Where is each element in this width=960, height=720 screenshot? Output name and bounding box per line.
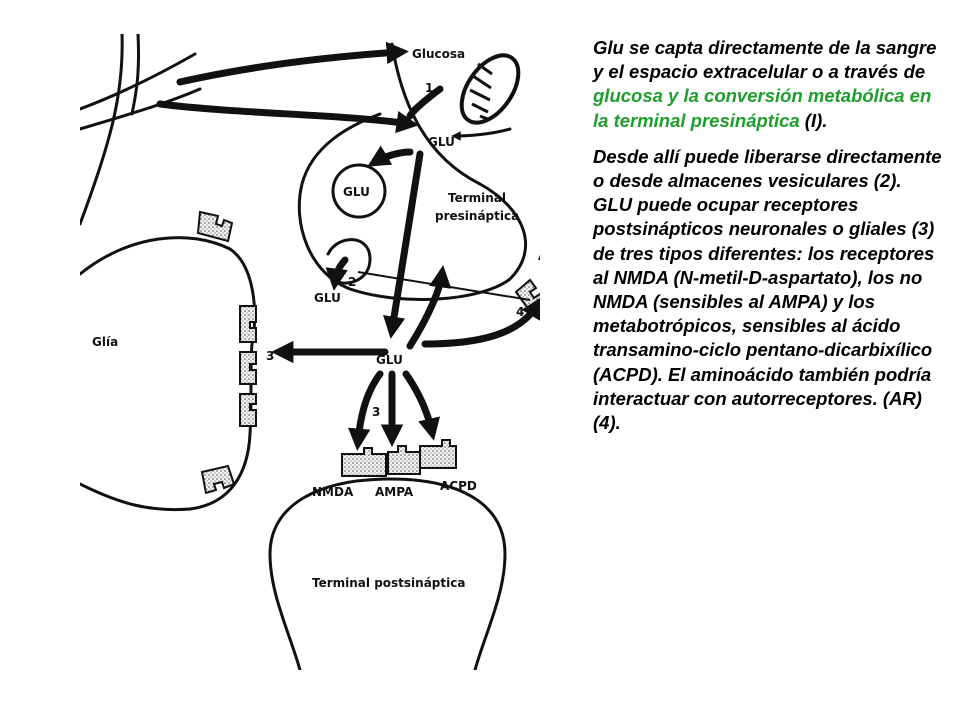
glia-receptors xyxy=(196,210,257,495)
label-nmda: NMDA xyxy=(312,485,354,499)
postsynaptic-terminal-outline xyxy=(268,477,507,670)
label-glia: Glía xyxy=(92,335,118,349)
paragraph-1-tail: (I). xyxy=(799,109,828,131)
step-4: 4 xyxy=(516,305,524,319)
label-glu-vesicle: GLU xyxy=(343,185,370,199)
postsynaptic-receptors xyxy=(341,439,457,477)
paragraph-2: Desde allí puede liberarse directamente … xyxy=(593,145,942,434)
vesicle-fusing xyxy=(326,238,372,285)
vesicle-glu xyxy=(331,163,387,219)
paragraph-1-lead: Glu se capta directamente de la sangre y… xyxy=(593,37,937,83)
label-acpd: ACPD xyxy=(440,479,477,493)
step-2: 2 xyxy=(348,275,356,289)
presynaptic-terminal-outline xyxy=(297,42,528,301)
paragraph-1-highlight: glucosa y la conversión metabólica en la… xyxy=(593,85,932,131)
step-3-down: 3 xyxy=(372,405,380,419)
label-glu-center: GLU xyxy=(376,353,403,367)
label-ampa: AMPA xyxy=(375,485,414,499)
label-ar: AR xyxy=(538,249,540,263)
mitochondrion-icon xyxy=(459,53,521,125)
paragraph-1: Glu se capta directamente de la sangre y… xyxy=(593,36,943,133)
blood-vessel xyxy=(80,34,202,226)
step-1: 1 xyxy=(425,81,433,95)
label-terminal-pre-1: Terminal xyxy=(448,191,506,205)
label-glucosa: Glucosa xyxy=(412,47,465,61)
glutamate-synapse-diagram: Glucosa 1 GLU GLU Terminal presináptica … xyxy=(80,34,540,670)
label-glu-top: GLU xyxy=(428,135,455,149)
label-terminal-pre-2: presináptica xyxy=(435,209,519,223)
flow-arrows xyxy=(156,41,540,451)
label-glu-released: GLU xyxy=(314,291,341,305)
label-terminal-post: Terminal postsináptica xyxy=(312,576,465,590)
diagram-svg: Glucosa 1 GLU GLU Terminal presináptica … xyxy=(80,34,540,670)
explanation-text: Glu se capta directamente de la sangre y… xyxy=(593,36,943,447)
step-3-left: 3 xyxy=(266,349,274,363)
